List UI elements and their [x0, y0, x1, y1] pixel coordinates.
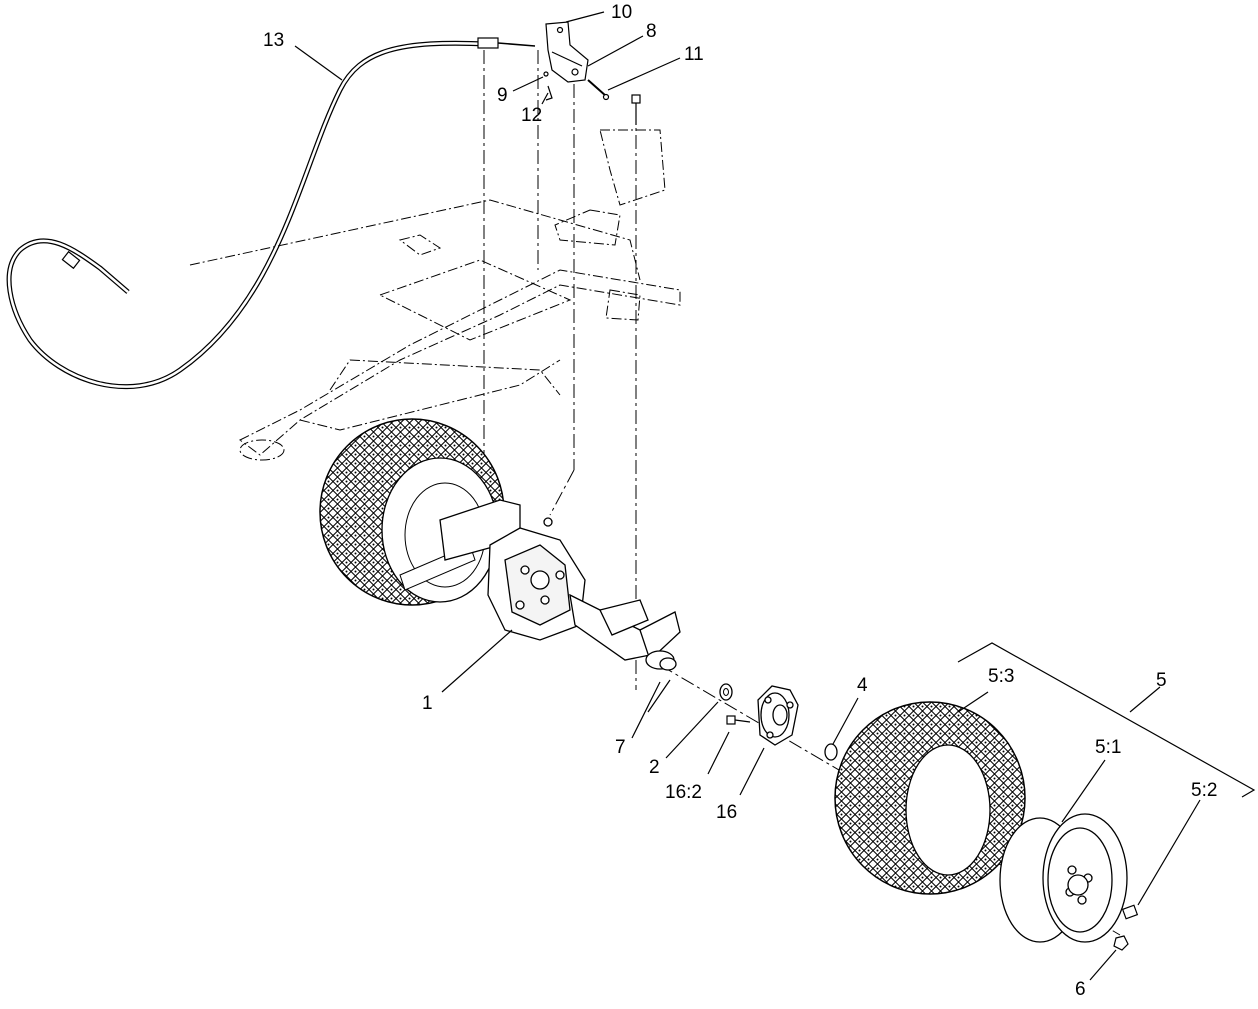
- callout-9[interactable]: 9: [497, 85, 508, 106]
- callout-13[interactable]: 13: [263, 30, 285, 51]
- callout-5-3[interactable]: 5:3: [988, 666, 1015, 687]
- callout-10[interactable]: 10: [611, 2, 633, 23]
- callout-8[interactable]: 8: [646, 21, 657, 42]
- callout-6[interactable]: 6: [1075, 979, 1086, 1000]
- leader-lines: [294, 11, 1201, 981]
- axle-key: [647, 679, 671, 713]
- control-bracket-assembly: [543, 21, 610, 101]
- callout-1[interactable]: 1: [422, 693, 433, 714]
- callout-5-1[interactable]: 5:1: [1095, 737, 1122, 758]
- lug-nut: [1113, 935, 1129, 951]
- hub-stud: [726, 715, 751, 725]
- transaxle: [439, 499, 681, 671]
- callout-16[interactable]: 16: [716, 802, 738, 823]
- wheel-hub: [757, 685, 799, 746]
- group-bracket-5: [957, 642, 1256, 798]
- callout-5-2[interactable]: 5:2: [1191, 780, 1218, 801]
- control-cable: [6, 37, 536, 390]
- wheel-bolt: [1121, 904, 1139, 920]
- callout-12[interactable]: 12: [521, 105, 543, 126]
- retaining-ring: [824, 743, 838, 761]
- callout-2[interactable]: 2: [649, 757, 660, 778]
- mount-bolt: [631, 94, 641, 125]
- chassis-frame-phantom: [189, 129, 681, 461]
- callout-5[interactable]: 5: [1156, 670, 1167, 691]
- right-rear-tire: [834, 701, 1026, 895]
- callout-4[interactable]: 4: [857, 675, 868, 696]
- thrust-washer: [719, 683, 733, 701]
- callout-7[interactable]: 7: [615, 737, 626, 758]
- callout-16-2[interactable]: 16:2: [665, 782, 702, 803]
- wheel-rim: [999, 813, 1128, 943]
- callout-11[interactable]: 11: [684, 44, 704, 65]
